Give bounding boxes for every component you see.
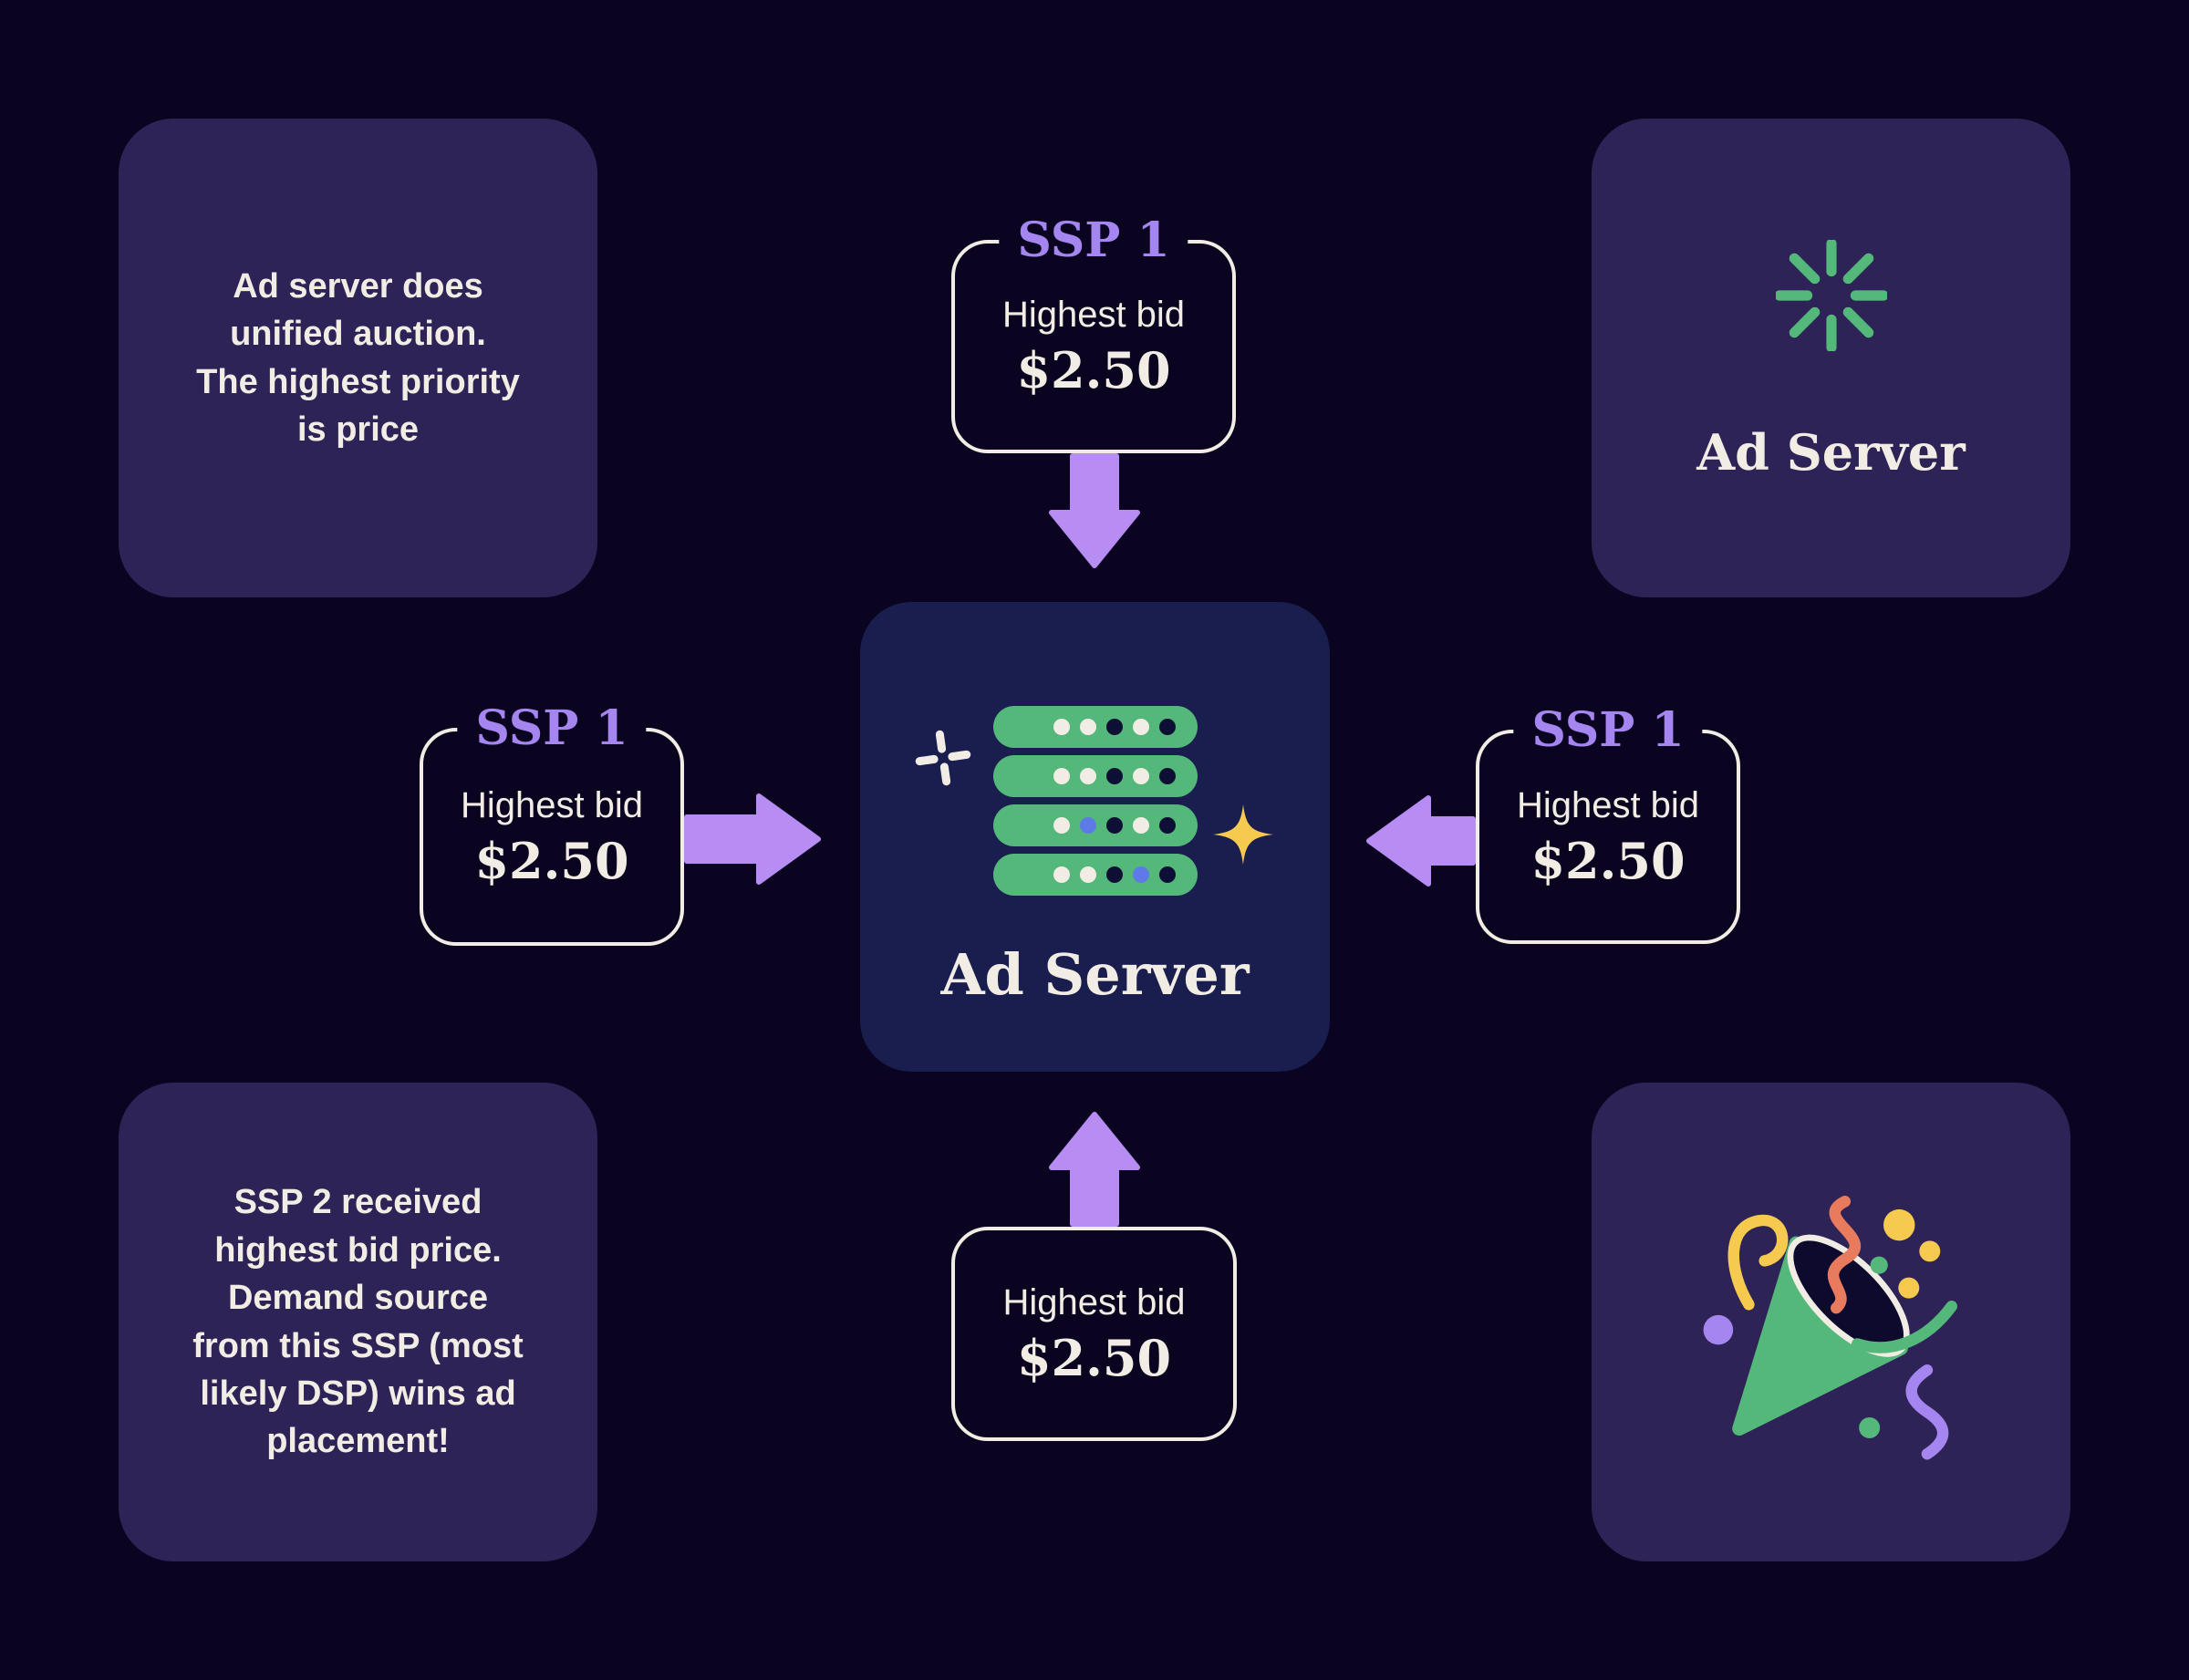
server-indicator-dot bbox=[1053, 817, 1070, 834]
bid-amount: $2.50 bbox=[1016, 341, 1171, 400]
server-rack-row bbox=[992, 804, 1198, 846]
server-indicator-dot bbox=[1053, 768, 1070, 784]
card-ad-server-main: Ad Server bbox=[860, 602, 1330, 1072]
server-indicator-dot bbox=[1158, 719, 1176, 735]
server-rack-row bbox=[992, 854, 1198, 896]
bid-box-ssp1-left: SSP 1 Highest bid $2.50 bbox=[420, 704, 684, 946]
server-indicator-dot bbox=[1079, 866, 1096, 883]
ad-server-label: Ad Server bbox=[1696, 422, 1966, 482]
server-indicator-dot bbox=[1053, 866, 1070, 883]
server-indicator-dot bbox=[1105, 866, 1123, 883]
arrow-up-icon bbox=[1049, 1112, 1140, 1227]
arrow-left-icon bbox=[1366, 795, 1476, 887]
ssp-box-title: SSP 1 bbox=[1513, 706, 1703, 754]
server-indicator-dot bbox=[1158, 866, 1176, 883]
server-indicator-dot bbox=[1158, 817, 1176, 834]
card-ssp2-wins-note: SSP 2 received highest bid price. Demand… bbox=[119, 1083, 597, 1561]
ssp-box-title: SSP 1 bbox=[999, 216, 1188, 264]
highest-bid-label: Highest bid bbox=[1002, 1281, 1186, 1322]
bid-box-ssp1-top: SSP 1 Highest bid $2.50 bbox=[951, 216, 1236, 453]
server-rack-row bbox=[992, 755, 1198, 797]
server-indicator-dot bbox=[1132, 817, 1149, 834]
server-indicator-dot bbox=[1132, 719, 1149, 735]
card-unified-auction-note: Ad server does unified auction. The high… bbox=[119, 119, 597, 597]
server-rack-row bbox=[992, 706, 1198, 748]
server-indicator-dot bbox=[1079, 768, 1096, 784]
sparkle-star-icon bbox=[1213, 804, 1273, 865]
bid-amount: $2.50 bbox=[1016, 1328, 1172, 1387]
server-indicator-dot bbox=[1105, 719, 1123, 735]
server-indicator-dot bbox=[1105, 817, 1123, 834]
celebration-content bbox=[1592, 1083, 2070, 1561]
card-celebration bbox=[1592, 1083, 2070, 1561]
server-indicator-dot bbox=[1158, 768, 1176, 784]
highest-bid-label: Highest bid bbox=[1001, 295, 1186, 336]
ssp-box-title: SSP 1 bbox=[457, 704, 647, 752]
server-indicator-dot bbox=[1132, 768, 1149, 784]
arrow-right-icon bbox=[684, 793, 821, 885]
party-popper-icon bbox=[1703, 1196, 1957, 1460]
server-indicator-dot bbox=[1132, 866, 1149, 883]
bid-box-ssp2-bottom: Highest bid $2.50 bbox=[951, 1227, 1237, 1441]
ssp2-wins-note-text: SSP 2 received highest bid price. Demand… bbox=[192, 1183, 524, 1461]
highest-bid-label: Highest bid bbox=[460, 784, 644, 825]
spinner-icon bbox=[1775, 239, 1887, 351]
server-icon bbox=[992, 706, 1198, 903]
highest-bid-label: Highest bid bbox=[1516, 784, 1700, 825]
bid-amount: $2.50 bbox=[474, 831, 629, 890]
unified-auction-note-text: Ad server does unified auction. The high… bbox=[196, 266, 520, 449]
arrow-down-icon bbox=[1049, 453, 1140, 568]
ad-server-loading-content: Ad Server bbox=[1592, 119, 2070, 597]
server-indicator-dot bbox=[1053, 719, 1070, 735]
server-indicator-dot bbox=[1079, 817, 1096, 834]
ad-server-main-label: Ad Server bbox=[940, 941, 1250, 1008]
bid-amount: $2.50 bbox=[1530, 831, 1686, 890]
server-indicator-dot bbox=[1105, 768, 1123, 784]
server-indicator-dot bbox=[1079, 719, 1096, 735]
bid-box-ssp1-right: SSP 1 Highest bid $2.50 bbox=[1476, 706, 1740, 944]
sparkle-plus-icon bbox=[915, 730, 971, 786]
card-ad-server-loading: Ad Server bbox=[1592, 119, 2070, 597]
